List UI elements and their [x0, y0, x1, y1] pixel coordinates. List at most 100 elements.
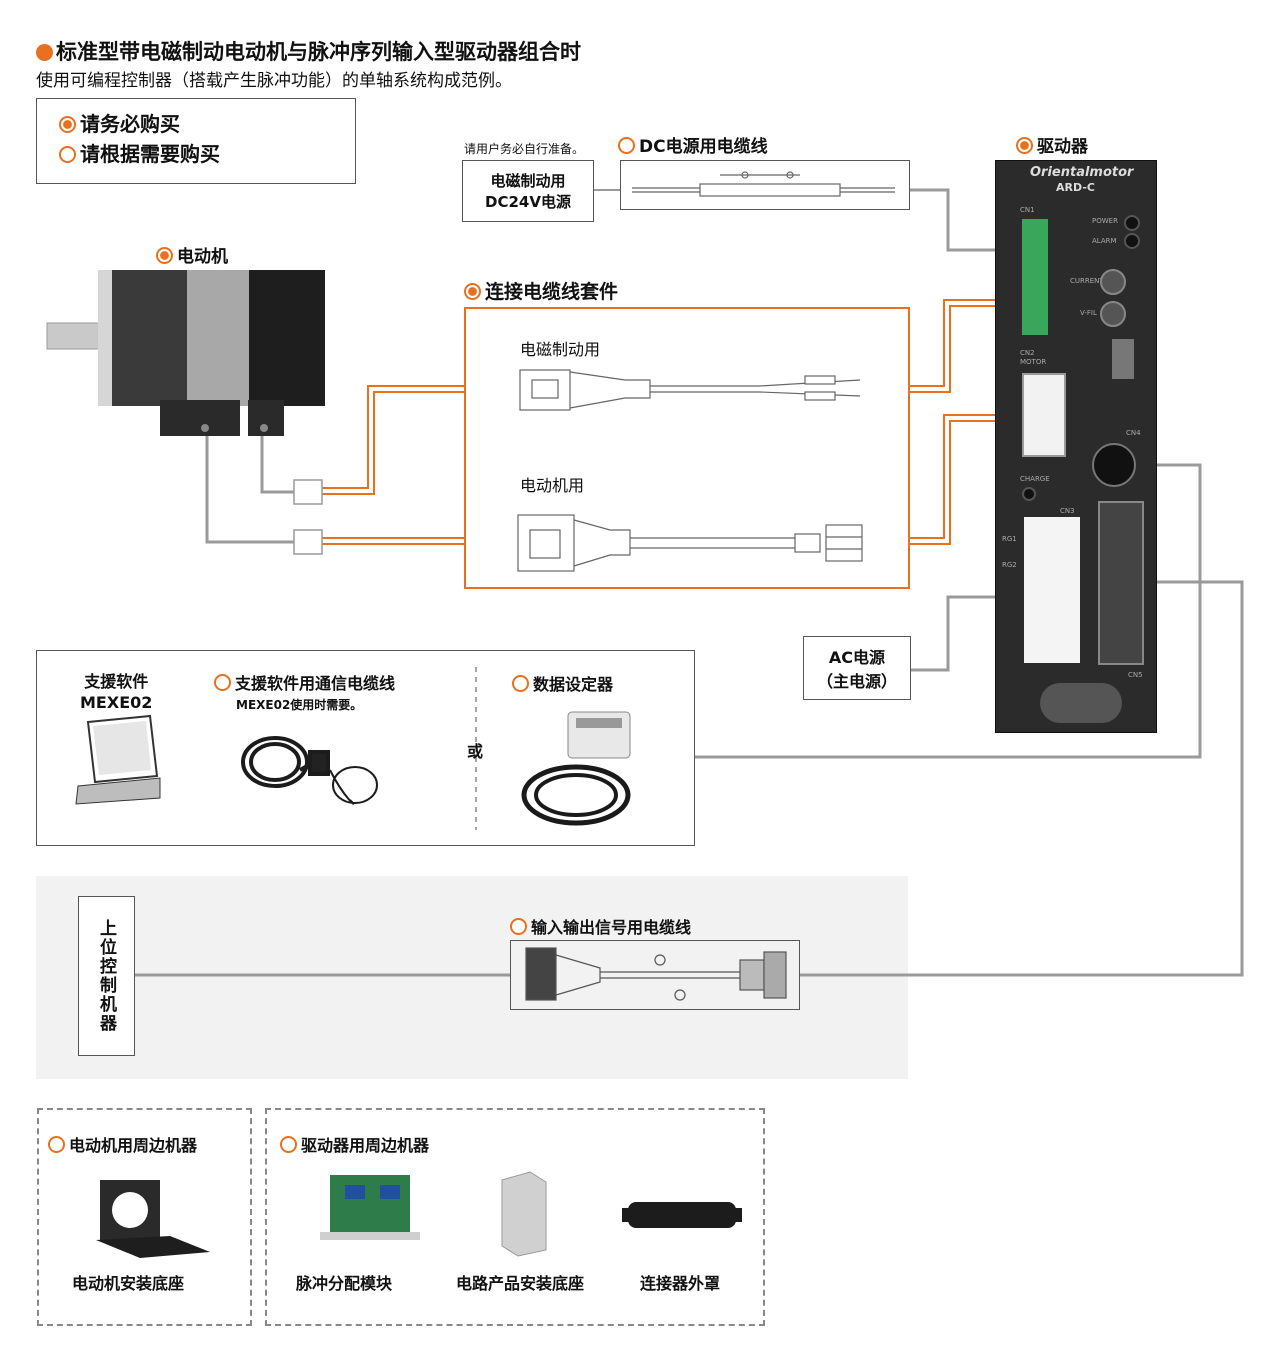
- brake-cable-label: 电磁制动用: [520, 340, 601, 359]
- laptop-icon: [75, 714, 161, 805]
- legend-optional: 请根据需要购买: [59, 139, 355, 169]
- driver-cn1: CN1: [1020, 206, 1035, 214]
- power-to-cable-line: [594, 189, 620, 191]
- dc24v-power-box: 电磁制动用 DC24V电源: [462, 160, 594, 222]
- required-mark-icon: [156, 247, 173, 264]
- cn2-connector: [1022, 373, 1066, 457]
- cn4-port: [1092, 443, 1136, 487]
- cable-kit-label: 连接电缆线套件: [464, 277, 618, 304]
- ground-terminal: [1040, 683, 1122, 723]
- kit-brake-right-wire-b: [910, 305, 1022, 393]
- cable-kit-box: [464, 307, 910, 589]
- comm-cable-label: 支援软件用通信电缆线: [214, 670, 395, 694]
- circuit-mount-image: [501, 1171, 547, 1257]
- motor-mount-bracket-image: [96, 1180, 210, 1258]
- page-title: 标准型带电磁制动电动机与脉冲序列输入型驱动器组合时: [36, 36, 581, 66]
- driver-unit: Orientalmotor ARD-C CN1 POWER ALARM CURR…: [995, 160, 1157, 733]
- driver-cn2: CN2: [1020, 349, 1035, 357]
- driver-brand: Orientalmotor: [1030, 165, 1134, 180]
- driver-vfil: V-FIL: [1080, 309, 1097, 317]
- motor-cable-label: 电动机用: [520, 476, 585, 495]
- dc-cable-box: [620, 160, 910, 210]
- kit-brake-right-wire-a: [910, 299, 1022, 387]
- driver-motor-label: MOTOR: [1020, 358, 1047, 366]
- circuit-mount-caption: 电路产品安装底座: [456, 1274, 585, 1293]
- charge-led-icon: [1022, 487, 1036, 501]
- driver-label: 驱动器: [1016, 132, 1088, 157]
- driver-power-led: POWER: [1092, 217, 1118, 225]
- connector-cover-caption: 连接器外罩: [640, 1274, 721, 1293]
- power-supply-note: 请用户务必自行准备。: [464, 142, 585, 156]
- cn4-wire: [695, 463, 1202, 759]
- or-label: 或: [467, 742, 484, 761]
- motor-power-wire: [205, 430, 294, 544]
- current-dial-icon: [1100, 269, 1126, 295]
- driver-peripheral-title: 驱动器用周边机器: [280, 1132, 429, 1156]
- brake-cable-drawing: [519, 369, 861, 411]
- data-setter-device: [521, 711, 631, 826]
- motor-mount-caption: 电动机安装底座: [72, 1274, 185, 1293]
- io-cable-label: 输入输出信号用电缆线: [510, 914, 691, 938]
- kit-brake-left-wire-b: [322, 391, 464, 495]
- host-controller-box: 上位控制机器: [78, 896, 135, 1056]
- dip-switch: [1112, 339, 1134, 379]
- support-box: [36, 650, 695, 846]
- motor-peripheral-title: 电动机用周边机器: [48, 1132, 197, 1156]
- kit-motor-right-wire-b: [910, 420, 1022, 545]
- vfil-dial-icon: [1100, 301, 1126, 327]
- cn3-terminal: [1024, 517, 1080, 663]
- optional-mark-icon: [48, 1136, 65, 1153]
- software-label: 支援软件 MEXE02: [80, 672, 153, 712]
- dc-cable-label: DC电源用电缆线: [618, 132, 768, 157]
- connector-brake: [293, 479, 323, 505]
- required-dot-icon: [36, 44, 53, 61]
- cn5-connector: [1098, 501, 1144, 665]
- pulse-module-image: [320, 1175, 420, 1240]
- motor-power-cable-drawing: [517, 514, 863, 572]
- ac-power-wire: [910, 595, 1022, 672]
- optional-mark-icon: [618, 137, 635, 154]
- legend-required: 请务必购买: [59, 109, 355, 139]
- optional-mark-icon: [510, 918, 527, 935]
- kit-brake-left-wire-a: [322, 385, 464, 489]
- comm-cable-note: MEXE02使用时需要。: [236, 698, 363, 712]
- required-mark-icon: [464, 283, 481, 300]
- led-power-icon: [1124, 215, 1140, 231]
- data-setter-label: 数据设定器: [512, 671, 613, 695]
- optional-mark-icon: [512, 675, 529, 692]
- motor-brake-wire: [260, 430, 294, 494]
- driver-cn3: CN3: [1060, 507, 1075, 515]
- pulse-module-caption: 脉冲分配模块: [296, 1274, 393, 1293]
- legend-box: 请务必购买 请根据需要购买: [36, 98, 356, 184]
- optional-mark-icon: [280, 1136, 297, 1153]
- connector-cover-image: [622, 1202, 742, 1228]
- cn1-terminal: [1022, 219, 1048, 335]
- led-alarm-icon: [1124, 233, 1140, 249]
- driver-cn5: CN5: [1128, 671, 1143, 679]
- cn5-wire: [800, 580, 1244, 977]
- driver-rg2: RG2: [1002, 561, 1017, 569]
- dc-cable-wire: [910, 188, 1022, 252]
- driver-rg1: RG1: [1002, 535, 1017, 543]
- connector-motor: [293, 529, 323, 555]
- motor-illustration: [46, 270, 325, 436]
- driver-alarm-led: ALARM: [1092, 237, 1117, 245]
- driver-charge: CHARGE: [1020, 475, 1050, 483]
- kit-motor-right-wire-a: [910, 414, 1022, 539]
- dc-cable-drawing: [632, 171, 895, 197]
- ac-power-box: AC电源 （主电源）: [803, 636, 911, 700]
- required-mark-icon: [1016, 137, 1033, 154]
- driver-current: CURRENT: [1070, 277, 1104, 285]
- page-subtitle: 使用可编程控制器（搭载产生脉冲功能）的单轴系统构成范例。: [36, 71, 512, 91]
- comm-cable-coil: [241, 736, 378, 805]
- driver-cn4: CN4: [1126, 429, 1141, 437]
- driver-peripheral-box: [265, 1108, 765, 1326]
- driver-model: ARD-C: [1056, 181, 1095, 194]
- optional-mark-icon: [59, 146, 76, 163]
- required-mark-icon: [59, 116, 76, 133]
- motor-label: 电动机: [156, 242, 228, 267]
- io-cable-box: [510, 940, 800, 1010]
- motor-peripheral-box: [37, 1108, 252, 1326]
- io-cable-drawing: [525, 947, 787, 1001]
